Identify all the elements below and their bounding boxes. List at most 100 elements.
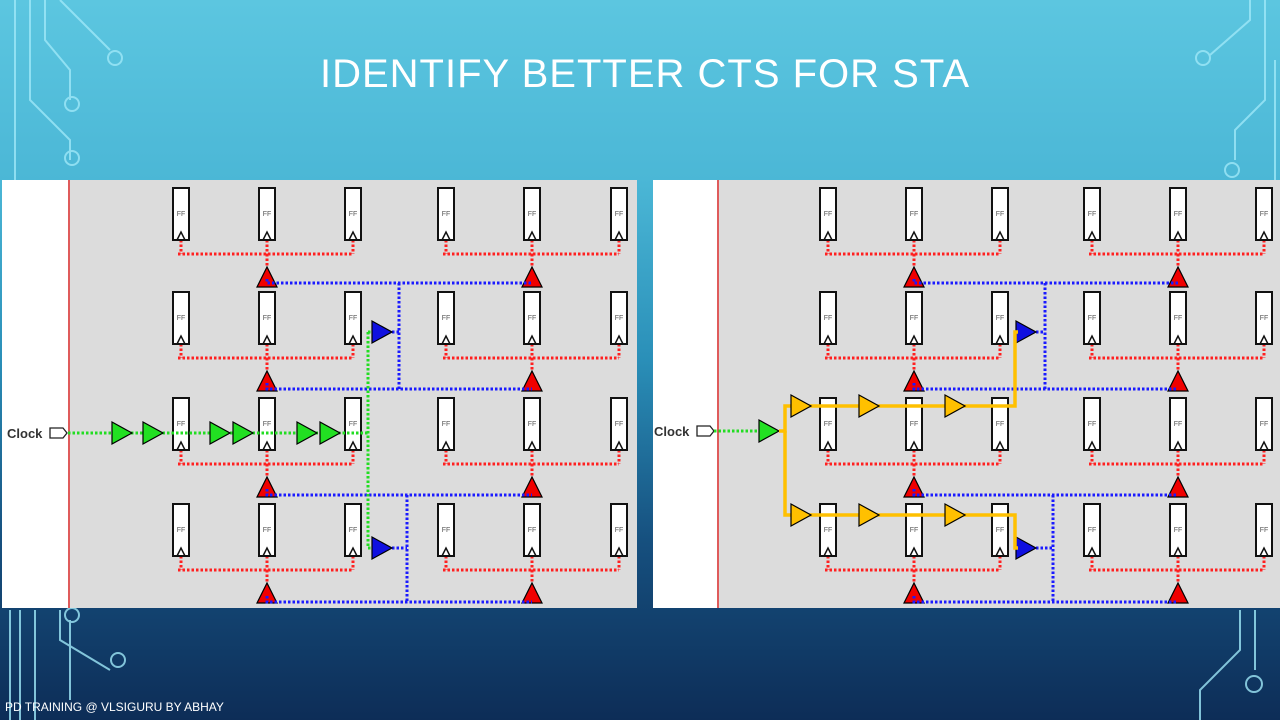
leaf-clock-buffer [1167, 475, 1189, 498]
flip-flop-label: FF [1260, 211, 1269, 218]
flip-flop [819, 291, 837, 345]
balanced-path-buffer [944, 502, 967, 528]
branch-net [912, 279, 1178, 285]
clock-pin-icon [262, 230, 272, 241]
branch-clock-buffer [371, 535, 394, 561]
flip-flop [172, 503, 190, 557]
trunk-buffer [758, 418, 781, 444]
flip-flop-label: FF [615, 211, 624, 218]
flip-flop [437, 503, 455, 557]
leaf-clock-buffer [903, 581, 925, 604]
clock-pin-icon [348, 334, 358, 345]
flip-flop-label: FF [1260, 315, 1269, 322]
flip-flop-label: FF [177, 527, 186, 534]
flip-flop [610, 503, 628, 557]
flip-flop-label: FF [996, 315, 1005, 322]
flip-flop-label: FF [442, 421, 451, 428]
trunk-buffer [142, 420, 165, 446]
branch-clock-buffer [371, 319, 394, 345]
clock-pin-icon [348, 230, 358, 241]
balanced-clock-path [783, 431, 1018, 550]
branch-net [912, 489, 1178, 497]
flip-flop [610, 187, 628, 241]
flip-flop-label: FF [996, 211, 1005, 218]
clock-pin-icon [441, 440, 451, 451]
clock-pin-icon [1259, 546, 1269, 557]
flip-flop [523, 187, 541, 241]
flip-flop-label: FF [824, 211, 833, 218]
flip-flop [523, 397, 541, 451]
branch-net [265, 489, 532, 497]
slide-title: IDENTIFY BETTER CTS FOR STA [319, 52, 970, 96]
clock-pin-icon [441, 334, 451, 345]
clock-pin-icon [262, 440, 272, 451]
flip-flop-label: FF [910, 315, 919, 322]
flip-flop-label: FF [349, 315, 358, 322]
flip-flop-label: FF [349, 211, 358, 218]
balanced-path-buffer [790, 502, 813, 528]
flip-flop-label: FF [1260, 527, 1269, 534]
flip-flop-label: FF [177, 421, 186, 428]
clock-pin-icon [823, 230, 833, 241]
flip-flop-label: FF [824, 421, 833, 428]
clock-pin-icon [1173, 546, 1183, 557]
flip-flop-label: FF [1088, 527, 1097, 534]
flip-flop [1255, 291, 1273, 345]
flip-flop-label: FF [1088, 211, 1097, 218]
flip-flop-label: FF [615, 421, 624, 428]
balanced-path-buffer [858, 393, 881, 419]
clock-pin-icon [995, 546, 1005, 557]
flip-flop [905, 503, 923, 557]
flip-flop [610, 291, 628, 345]
leaf-clock-buffer [521, 369, 543, 392]
flip-flop [1169, 503, 1187, 557]
leaf-clock-buffer [1167, 581, 1189, 604]
trunk-buffer [319, 420, 342, 446]
flip-flop-label: FF [910, 421, 919, 428]
flip-flop-label: FF [528, 527, 537, 534]
clock-pin-icon [176, 334, 186, 345]
clock-port-label: Clock [654, 424, 690, 439]
clock-pin-icon [1173, 334, 1183, 345]
trunk-buffer [209, 420, 232, 446]
flip-flop [905, 397, 923, 451]
flip-flop-label: FF [263, 421, 272, 428]
clock-pin-icon [995, 440, 1005, 451]
clock-pin-icon [823, 546, 833, 557]
flip-flop [172, 291, 190, 345]
clock-pin-icon [176, 440, 186, 451]
branch-clock-buffer [1015, 535, 1038, 561]
clock-pin-icon [995, 334, 1005, 345]
flip-flop-label: FF [996, 421, 1005, 428]
flip-flop [819, 397, 837, 451]
flip-flop [991, 291, 1009, 345]
flip-flop [1083, 291, 1101, 345]
clock-pin-icon [1087, 546, 1097, 557]
clock-pin-icon [1173, 230, 1183, 241]
flip-flop [1255, 187, 1273, 241]
flip-flop-label: FF [177, 211, 186, 218]
flip-flop-label: FF [910, 211, 919, 218]
clock-pin-icon [614, 334, 624, 345]
flip-flop [258, 503, 276, 557]
leaf-clock-buffer [521, 581, 543, 604]
flip-flop-label: FF [442, 315, 451, 322]
flip-flop-label: FF [1174, 527, 1183, 534]
clock-port-icon [696, 425, 715, 437]
clock-pin-icon [614, 440, 624, 451]
flip-flop [1083, 397, 1101, 451]
flip-flop [172, 187, 190, 241]
flip-flop-label: FF [996, 527, 1005, 534]
flip-flop [523, 503, 541, 557]
leaf-clock-buffer [903, 475, 925, 498]
clock-pin-icon [909, 334, 919, 345]
branch-net [912, 596, 1178, 604]
flip-flop [819, 503, 837, 557]
leaf-clock-buffer [256, 581, 278, 604]
flip-flop [258, 291, 276, 345]
clock-pin-icon [527, 546, 537, 557]
branch-net [265, 596, 532, 604]
flip-flop-label: FF [1174, 315, 1183, 322]
